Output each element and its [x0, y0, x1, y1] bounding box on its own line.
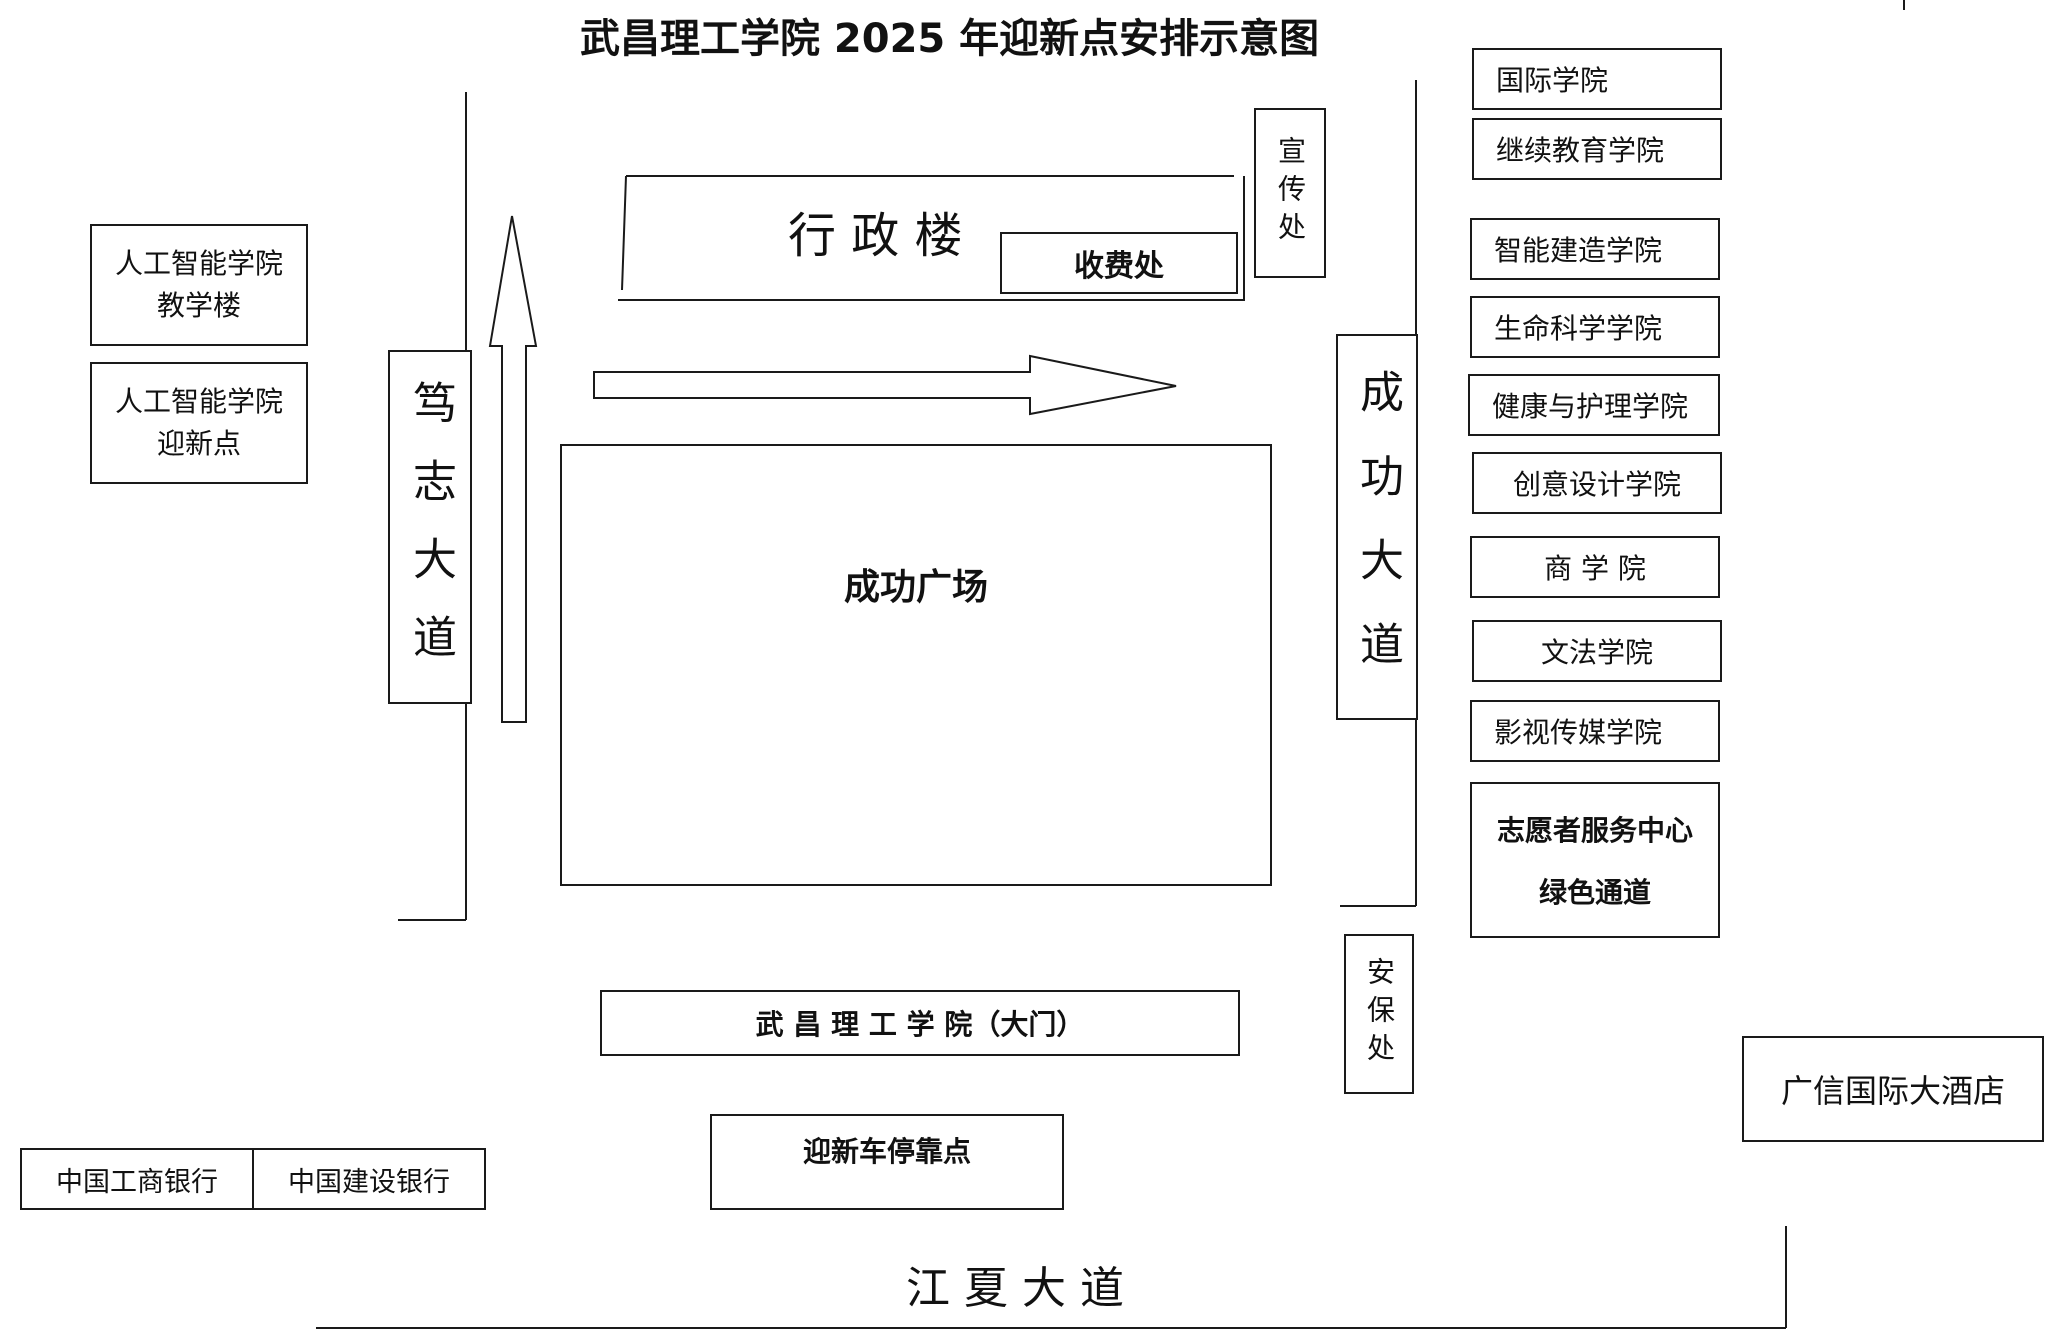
college-continuing-education: 继续教育学院 [1472, 118, 1722, 180]
security-office: 安保处 [1344, 934, 1414, 1094]
up-arrow [488, 215, 538, 723]
college-label: 创意设计学院 [1512, 468, 1681, 501]
college-creative-design: 创意设计学院 [1472, 452, 1722, 514]
ai-teaching-building-line2: 教学楼 [156, 289, 241, 322]
publicity-office-label: 宣传处 [1274, 136, 1307, 250]
duzhi-road-sign: 笃志大道 [388, 350, 472, 704]
admin-building-label: 行 政 楼 [788, 208, 963, 264]
ai-welcome-point-line2: 迎新点 [156, 427, 241, 460]
ccb-bank: 中国建设银行 [252, 1148, 486, 1210]
admin-building-outline [618, 175, 1245, 301]
green-channel-label: 绿色通道 [1538, 876, 1651, 909]
college-humanities-law: 文法学院 [1472, 620, 1722, 682]
college-health-nursing: 健康与护理学院 [1468, 374, 1720, 436]
college-label: 智能建造学院 [1494, 234, 1663, 267]
security-office-label: 安保处 [1363, 957, 1396, 1071]
duzhi-road-label: 笃志大道 [405, 380, 456, 692]
college-label: 国际学院 [1496, 64, 1609, 97]
guangxin-hotel: 广信国际大酒店 [1742, 1036, 2044, 1142]
chenggong-road-sign: 成功大道 [1336, 334, 1418, 720]
map-title: 武昌理工学院 2025 年迎新点安排示意图 [580, 16, 1320, 62]
ai-welcome-point-line1: 人工智能学院 [114, 385, 283, 418]
college-intelligent-construction: 智能建造学院 [1470, 218, 1720, 280]
fee-office: 收费处 [1000, 232, 1238, 294]
chenggong-plaza-label: 成功广场 [843, 567, 988, 608]
ccb-bank-label: 中国建设银行 [288, 1166, 450, 1198]
main-gate: 武 昌 理 工 学 院（大门） [600, 990, 1240, 1056]
college-life-science: 生命科学学院 [1470, 296, 1720, 358]
college-business: 商 学 院 [1470, 536, 1720, 598]
chenggong-plaza: 成功广场 [560, 444, 1272, 886]
right-arrow [593, 354, 1177, 416]
college-international: 国际学院 [1472, 48, 1722, 110]
ai-teaching-building-line1: 人工智能学院 [114, 247, 283, 280]
guangxin-hotel-label: 广信国际大酒店 [1780, 1072, 2005, 1110]
fee-office-label: 收费处 [1074, 249, 1164, 284]
publicity-office: 宣传处 [1254, 108, 1326, 278]
main-gate-label: 武 昌 理 工 学 院（大门） [755, 1008, 1085, 1041]
ai-welcome-point: 人工智能学院 迎新点 [90, 362, 308, 484]
shuttle-bus-stop-label: 迎新车停靠点 [802, 1135, 971, 1168]
college-label: 影视传媒学院 [1494, 716, 1663, 749]
volunteer-service-center: 志愿者服务中心 绿色通道 [1470, 782, 1720, 938]
jiangxia-road-label: 江 夏 大 道 [906, 1263, 1124, 1314]
college-label: 生命科学学院 [1494, 312, 1663, 345]
college-label: 商 学 院 [1544, 552, 1646, 585]
ai-teaching-building: 人工智能学院 教学楼 [90, 224, 308, 346]
college-label: 文法学院 [1540, 636, 1653, 669]
college-label: 继续教育学院 [1496, 134, 1665, 167]
icbc-bank-label: 中国工商银行 [56, 1166, 218, 1198]
volunteer-center-label: 志愿者服务中心 [1496, 814, 1693, 847]
shuttle-bus-stop: 迎新车停靠点 [710, 1114, 1064, 1210]
chenggong-road-label: 成功大道 [1352, 369, 1403, 705]
icbc-bank: 中国工商银行 [20, 1148, 254, 1210]
college-film-media: 影视传媒学院 [1470, 700, 1720, 762]
college-label: 健康与护理学院 [1492, 390, 1689, 423]
